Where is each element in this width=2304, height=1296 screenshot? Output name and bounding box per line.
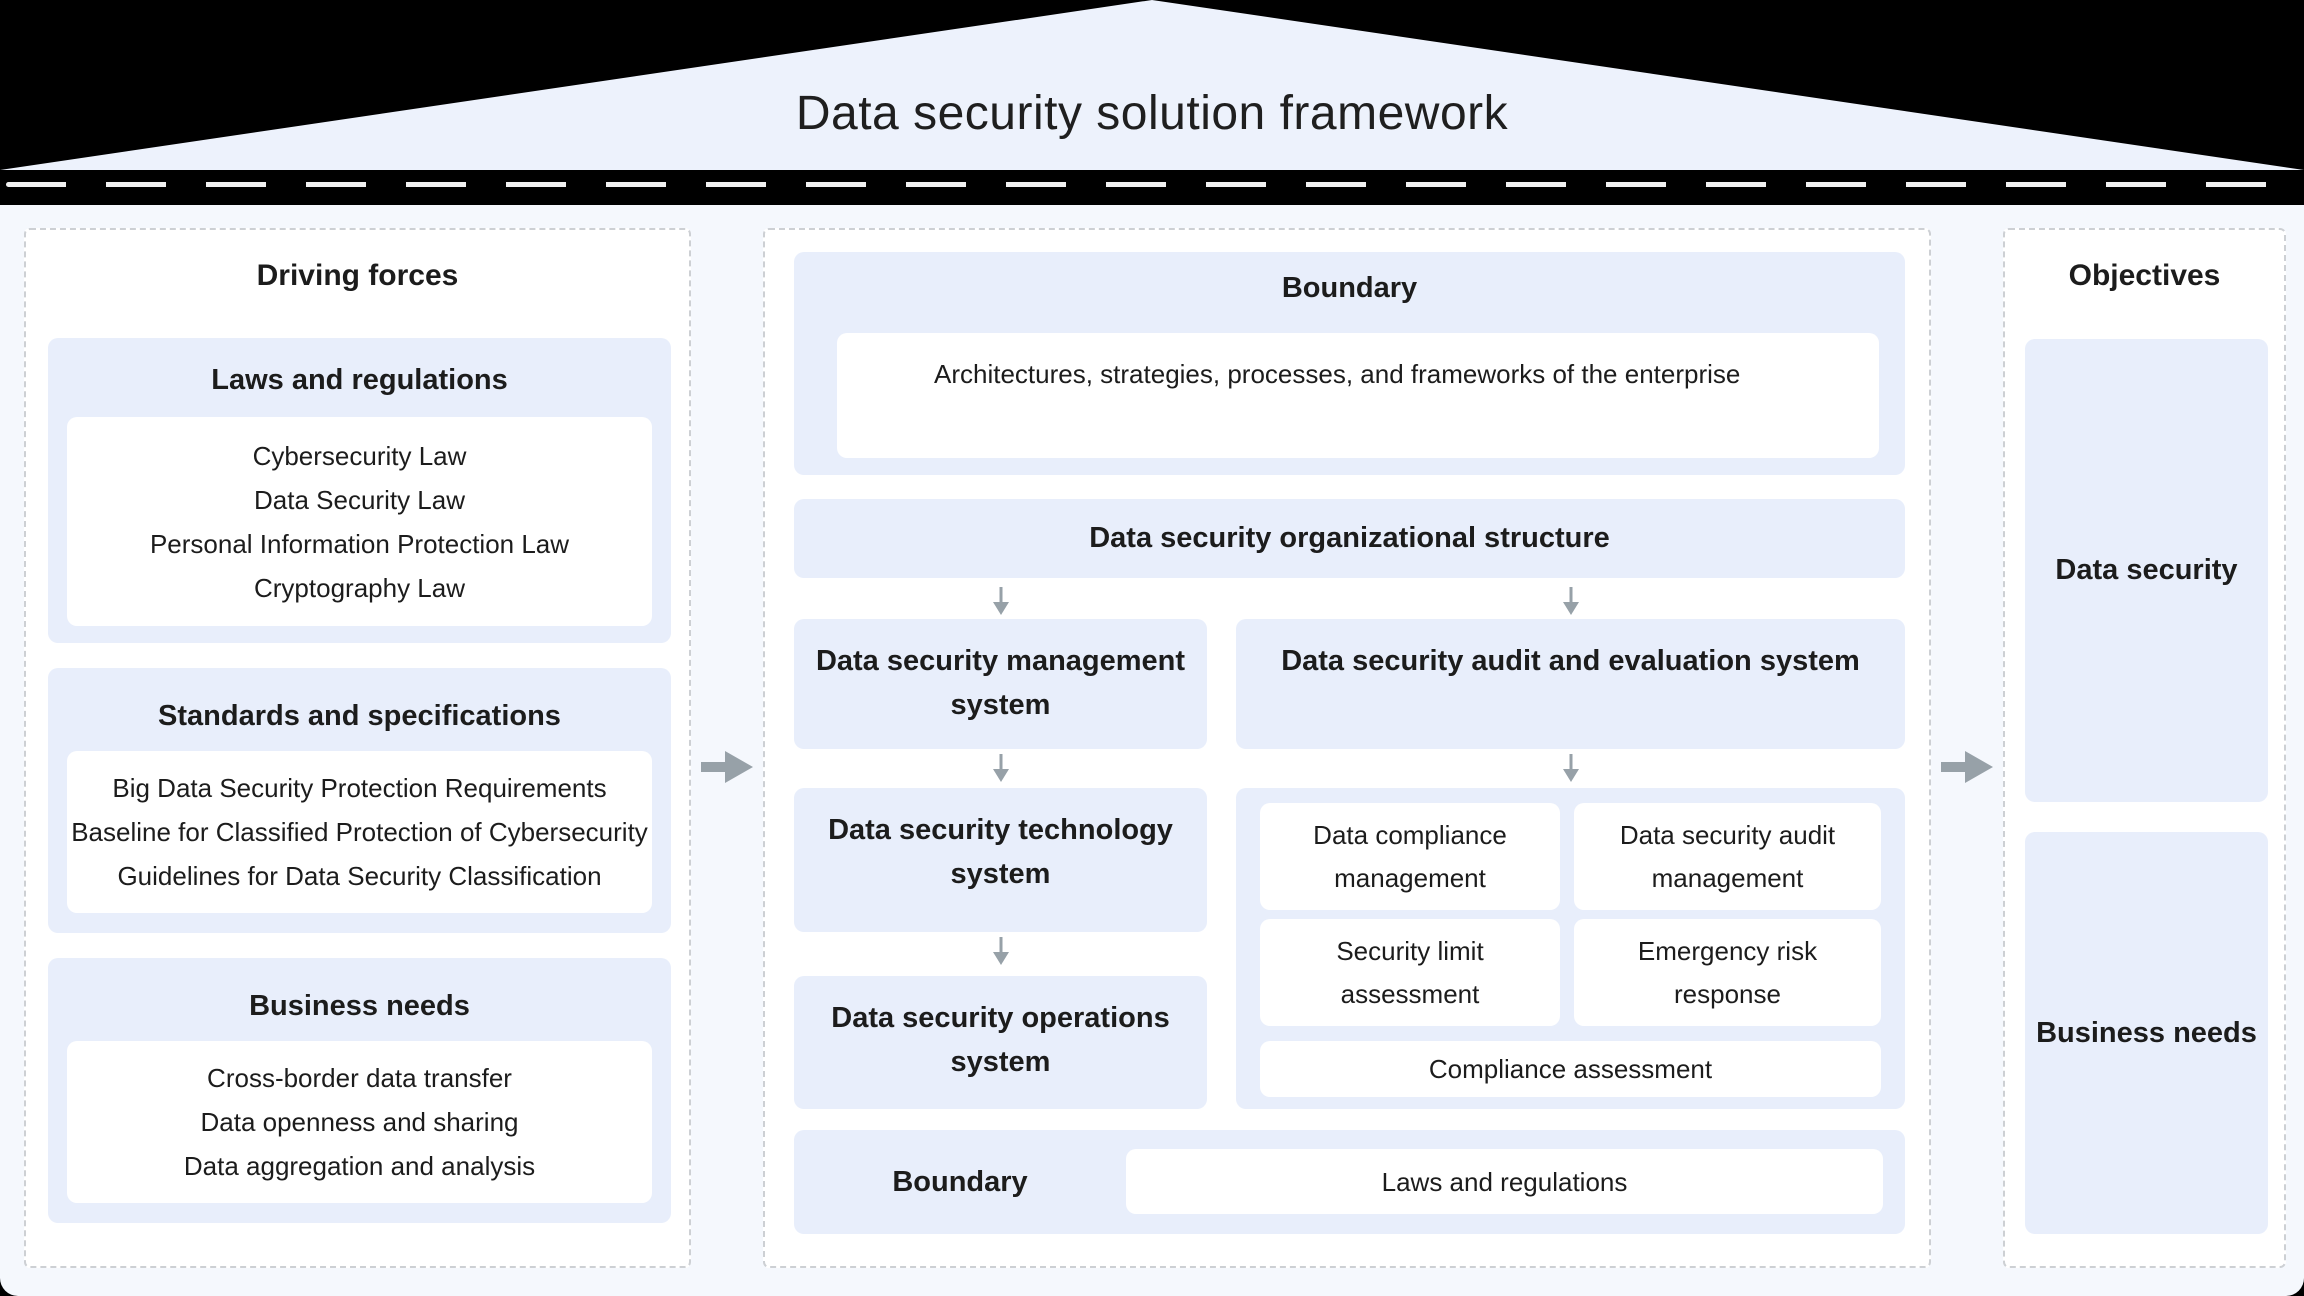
technology-system-label: Data security technology <box>828 814 1173 846</box>
management-system-label: Data security management <box>815 645 1186 677</box>
boundary-top-box: Boundary Architectures, strategies, proc… <box>794 252 1905 475</box>
audit-child-label: Security limit <box>1336 935 1484 966</box>
org-structure-bar: Data security organizational structure <box>794 499 1905 578</box>
panel-framework-body: Boundary Architectures, strategies, proc… <box>763 228 1931 1268</box>
audit-child-label: Compliance assessment <box>1428 1053 1713 1084</box>
management-system-box: Data security management system <box>794 619 1207 749</box>
audit-child-label: management <box>1334 862 1486 893</box>
section-standards-and-specifications: Standards and specifications Big Data Se… <box>48 668 671 933</box>
section-title: Standards and specifications <box>158 700 561 732</box>
arrow-down-icon <box>1563 587 1579 615</box>
list-item: Data aggregation and analysis <box>183 1151 536 1181</box>
laws-list-card: Cybersecurity Law Data Security Law Pers… <box>67 417 652 626</box>
objectives-header: Objectives <box>2068 259 2221 292</box>
audit-child-card: Security limit assessment <box>1260 919 1560 1026</box>
audit-child-card: Data security audit management <box>1574 803 1881 910</box>
section-business-needs: Business needs Cross-border data transfe… <box>48 958 671 1223</box>
operations-system-box: Data security operations system <box>794 976 1207 1109</box>
audit-evaluation-system-label: Data security audit and evaluation syste… <box>1281 645 1860 677</box>
arrow-down-icon <box>993 754 1009 782</box>
list-item: Cross-border data transfer <box>207 1063 512 1093</box>
list-item: Data openness and sharing <box>200 1107 519 1137</box>
audit-child-label: response <box>1674 978 1781 1009</box>
panel-objectives: Objectives Data security Business needs <box>2003 228 2286 1268</box>
audit-child-label: Data security audit <box>1619 819 1836 850</box>
boundary-bottom-text: Laws and regulations <box>1381 1166 1628 1197</box>
dashed-separator <box>6 182 2298 187</box>
objective-data-security-box: Data security <box>2025 339 2268 802</box>
audit-child-label: management <box>1651 862 1804 893</box>
driving-forces-header: Driving forces <box>256 259 459 292</box>
boundary-top-title: Boundary <box>1281 272 1418 304</box>
operations-system-label: system <box>950 1046 1051 1078</box>
list-item: Guidelines for Data Security Classificat… <box>117 861 602 891</box>
section-title: Business needs <box>249 990 470 1022</box>
panel-driving-forces: Driving forces Laws and regulations Cybe… <box>24 228 691 1268</box>
list-item: Data Security Law <box>254 484 465 515</box>
audit-child-label: assessment <box>1340 978 1480 1009</box>
org-structure-label: Data security organizational structure <box>1089 522 1610 554</box>
boundary-bottom-bar: Boundary Laws and regulations <box>794 1130 1905 1234</box>
technology-system-box: Data security technology system <box>794 788 1207 932</box>
list-item: Big Data Security Protection Requirement… <box>112 773 607 803</box>
section-title: Laws and regulations <box>211 364 508 396</box>
audit-child-label: Emergency risk <box>1637 935 1818 966</box>
audit-child-card: Emergency risk response <box>1574 919 1881 1026</box>
list-item: Personal Information Protection Law <box>149 528 570 559</box>
technology-system-label: system <box>950 858 1051 890</box>
boundary-bottom-card: Laws and regulations <box>1126 1149 1883 1214</box>
boundary-bottom-title: Boundary <box>892 1165 1028 1198</box>
audit-child-card: Data compliance management <box>1260 803 1560 910</box>
arrow-right-icon <box>1941 751 1993 783</box>
operations-system-label: Data security operations <box>831 1002 1170 1034</box>
audit-child-card: Compliance assessment <box>1260 1041 1881 1097</box>
list-item: Cybersecurity Law <box>252 440 467 471</box>
standards-list-card: Big Data Security Protection Requirement… <box>67 751 652 913</box>
management-system-label: system <box>950 689 1051 721</box>
arrow-down-icon <box>993 937 1009 965</box>
boundary-top-card: Architectures, strategies, processes, an… <box>837 333 1879 458</box>
audit-evaluation-system-box: Data security audit and evaluation syste… <box>1236 619 1905 749</box>
section-laws-and-regulations: Laws and regulations Cybersecurity Law D… <box>48 338 671 643</box>
objective-business-needs-box: Business needs <box>2025 832 2268 1234</box>
boundary-top-text: Architectures, strategies, processes, an… <box>934 359 1741 389</box>
arrow-right-icon <box>701 751 753 783</box>
framework-title: Data security solution framework <box>795 87 1509 140</box>
roof-shape: Data security solution framework <box>0 0 2304 170</box>
business-needs-list-card: Cross-border data transfer Data openness… <box>67 1041 652 1203</box>
list-item: Cryptography Law <box>254 572 465 603</box>
audit-child-label: Data compliance <box>1313 819 1507 850</box>
arrow-down-icon <box>993 587 1009 615</box>
audit-children-container: Data compliance management Data security… <box>1236 788 1905 1109</box>
arrow-down-icon <box>1563 754 1579 782</box>
content-sheet: Driving forces Laws and regulations Cybe… <box>0 205 2304 1296</box>
list-item: Baseline for Classified Protection of Cy… <box>71 817 648 847</box>
